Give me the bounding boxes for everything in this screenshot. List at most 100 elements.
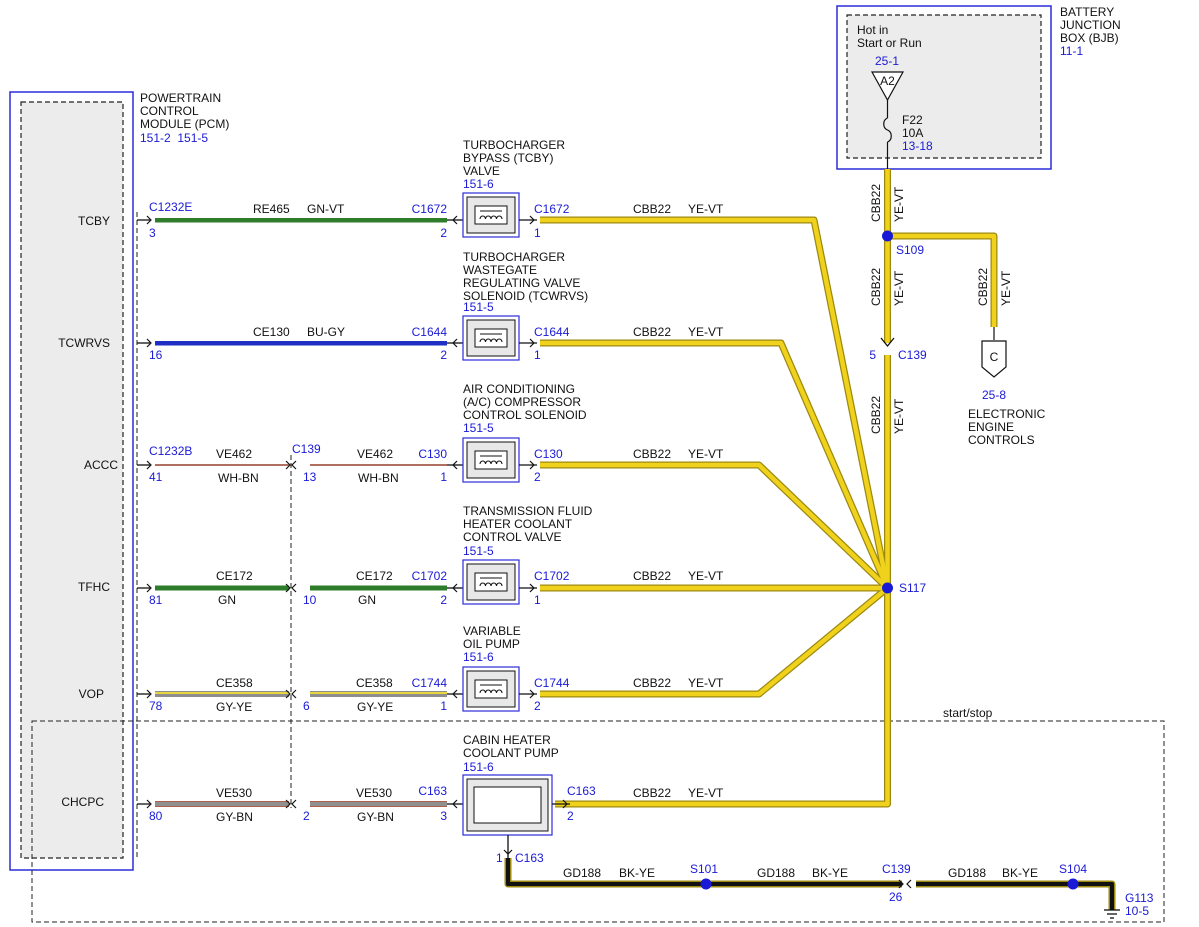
splice-s117-dot <box>882 582 893 594</box>
comp5-ref: 151-6 <box>463 650 494 664</box>
circuit-row-accc: C1232B 41 VE462 WH-BN C139 13 VE462 WH-B… <box>137 442 724 485</box>
ground-circuit-3: GD188 <box>948 866 986 880</box>
out-circuit-5: CBB22 <box>633 676 671 690</box>
fuse-name: F22 <box>902 113 923 127</box>
circuit-ve530-a: VE530 <box>216 786 252 800</box>
inline-pin-13: 13 <box>303 470 317 484</box>
inline-pin-6: 6 <box>303 699 310 713</box>
pcm-connector-c1232b: C1232B <box>149 444 192 458</box>
start-stop-label: start/stop <box>943 706 993 720</box>
out-circuit-6: CBB22 <box>633 786 671 800</box>
circuit-row-tcwrvs: 16 CE130 BU-GY C1644 2 C1644 1 CBB22 YE-… <box>137 325 724 362</box>
comp-connector-c163-in: C163 <box>418 784 447 798</box>
circuit-ce130: CE130 <box>253 325 290 339</box>
out-color-5: YE-VT <box>688 676 724 690</box>
comp-pin-in-2c: 2 <box>440 593 447 607</box>
comp1-name-1: TURBOCHARGER <box>463 138 565 152</box>
branch-ref: 25-8 <box>982 388 1006 402</box>
bjb-bus-ref: 25-1 <box>875 54 899 68</box>
wire-re465 <box>155 218 447 223</box>
out-circuit-4: CBB22 <box>633 569 671 583</box>
component-tfhc-valve: TRANSMISSION FLUID HEATER COOLANT CONTRO… <box>462 504 593 605</box>
comp2-ref: 151-5 <box>463 300 494 314</box>
ground-circuit-2: GD188 <box>757 866 795 880</box>
color-gn-vt: GN-VT <box>307 202 345 216</box>
out-circuit-2: CBB22 <box>633 325 671 339</box>
comp-pin-out-1c: 1 <box>534 593 541 607</box>
comp-pin-in-2b: 2 <box>440 348 447 362</box>
pcm-connector-c1232e: C1232E <box>149 200 192 214</box>
c139-feed-connector: 5 C139 <box>869 337 927 362</box>
splice-s117: S117 <box>899 581 926 595</box>
circuit-re465: RE465 <box>253 202 290 216</box>
circuit-ce172-a: CE172 <box>216 569 253 583</box>
out-color-1: YE-VT <box>688 202 724 216</box>
component-ac-compressor-solenoid: AIR CONDITIONING (A/C) COMPRESSOR CONTRO… <box>462 382 587 483</box>
solenoid-coil-icon <box>479 577 503 587</box>
eec-reference: C 25-8 ELECTRONIC ENGINE CONTROLS <box>968 327 1046 447</box>
bjb-module: BATTERY JUNCTION BOX (BJB) 11-1 Hot in S… <box>836 5 1121 170</box>
pcm-pin-81: 81 <box>149 593 163 607</box>
pcm-refs: 151-2 151-5 <box>140 131 208 145</box>
pcm-pin-tcwrvs: TCWRVS <box>58 336 110 350</box>
pcm-pin-78: 78 <box>149 699 163 713</box>
circuit-ve462-b: VE462 <box>357 447 393 461</box>
splice-s101: S101 <box>690 862 718 876</box>
comp-pin-out-1: 1 <box>534 226 541 240</box>
c139-feed-name: C139 <box>898 348 927 362</box>
inline-pin-2: 2 <box>303 809 310 823</box>
circuit-row-tcby: C1232E 3 RE465 GN-VT C1672 2 C1672 1 CBB… <box>137 200 724 240</box>
pcm-pin-tfhc: TFHC <box>78 580 110 594</box>
wire-ve462-a <box>155 462 289 468</box>
splice-s104: S104 <box>1059 862 1087 876</box>
out-color-3: YE-VT <box>688 447 724 461</box>
comp5-name-2: OIL PUMP <box>463 637 520 651</box>
comp2-name-1: TURBOCHARGER <box>463 250 565 264</box>
feed-labels: CBB22 YE-VT CBB22 YE-VT CBB22 YE-VT CBB2… <box>869 184 1013 434</box>
bjb-hot-2: Start or Run <box>857 36 922 50</box>
comp-connector-c1744-in: C1744 <box>412 676 448 690</box>
solenoid-coil-icon <box>479 455 503 465</box>
feed-circuit-2: CBB22 <box>869 268 883 306</box>
cbb22-feed-wires <box>540 169 998 808</box>
pump-motor-icon <box>473 786 542 824</box>
branch-circuit: CBB22 <box>976 268 990 306</box>
circuit-row-tfhc: 81 CE172 GN 10 CE172 GN C1702 2 C1702 1 … <box>137 569 724 607</box>
comp-pin-in-1: 1 <box>440 470 447 484</box>
pcm-name-1: POWERTRAIN <box>140 91 221 105</box>
feed-color-1: YE-VT <box>892 186 906 222</box>
comp4-name-1: TRANSMISSION FLUID <box>463 504 593 518</box>
color-gy-ye-a: GY-YE <box>216 700 252 714</box>
out-color-4: YE-VT <box>688 569 724 583</box>
inline-pin-10: 10 <box>303 593 317 607</box>
pcm-pin-accc: ACCC <box>84 458 118 472</box>
ground-color-1: BK-YE <box>619 866 655 880</box>
comp-pin-in-3: 3 <box>440 809 447 823</box>
comp-connector-c1644-out: C1644 <box>534 325 570 339</box>
circuit-ve462-a: VE462 <box>216 447 252 461</box>
comp-connector-c1672-in: C1672 <box>412 202 448 216</box>
comp3-ref: 151-5 <box>463 421 494 435</box>
pcm-module: POWERTRAIN CONTROL MODULE (PCM) 151-2 15… <box>9 91 229 871</box>
pcm-name-2: CONTROL <box>140 104 199 118</box>
comp1-ref: 151-6 <box>463 177 494 191</box>
splice-s109: S109 <box>896 243 924 257</box>
comp4-name-3: CONTROL VALVE <box>463 530 561 544</box>
color-gy-bn-b: GY-BN <box>357 810 394 824</box>
comp-connector-c163-out: C163 <box>567 784 596 798</box>
splice-s101-dot <box>700 878 712 890</box>
comp6-name-2: COOLANT PUMP <box>463 746 559 760</box>
branch-letter: C <box>990 350 999 364</box>
comp5-name-1: VARIABLE <box>463 624 521 638</box>
wire-ce358-a <box>155 691 289 697</box>
splices: S109 S117 S101 S104 <box>690 230 1087 890</box>
pcm-pin-16: 16 <box>149 348 163 362</box>
ground-color-3: BK-YE <box>1002 866 1038 880</box>
pcm-pin-80: 80 <box>149 809 163 823</box>
comp6-name-1: CABIN HEATER <box>463 733 551 747</box>
comp2-name-3: REGULATING VALVE <box>463 276 580 290</box>
solenoid-coil-icon <box>479 333 503 343</box>
out-color-6: YE-VT <box>688 786 724 800</box>
comp1-name-3: VALVE <box>463 164 500 178</box>
out-color-2: YE-VT <box>688 325 724 339</box>
